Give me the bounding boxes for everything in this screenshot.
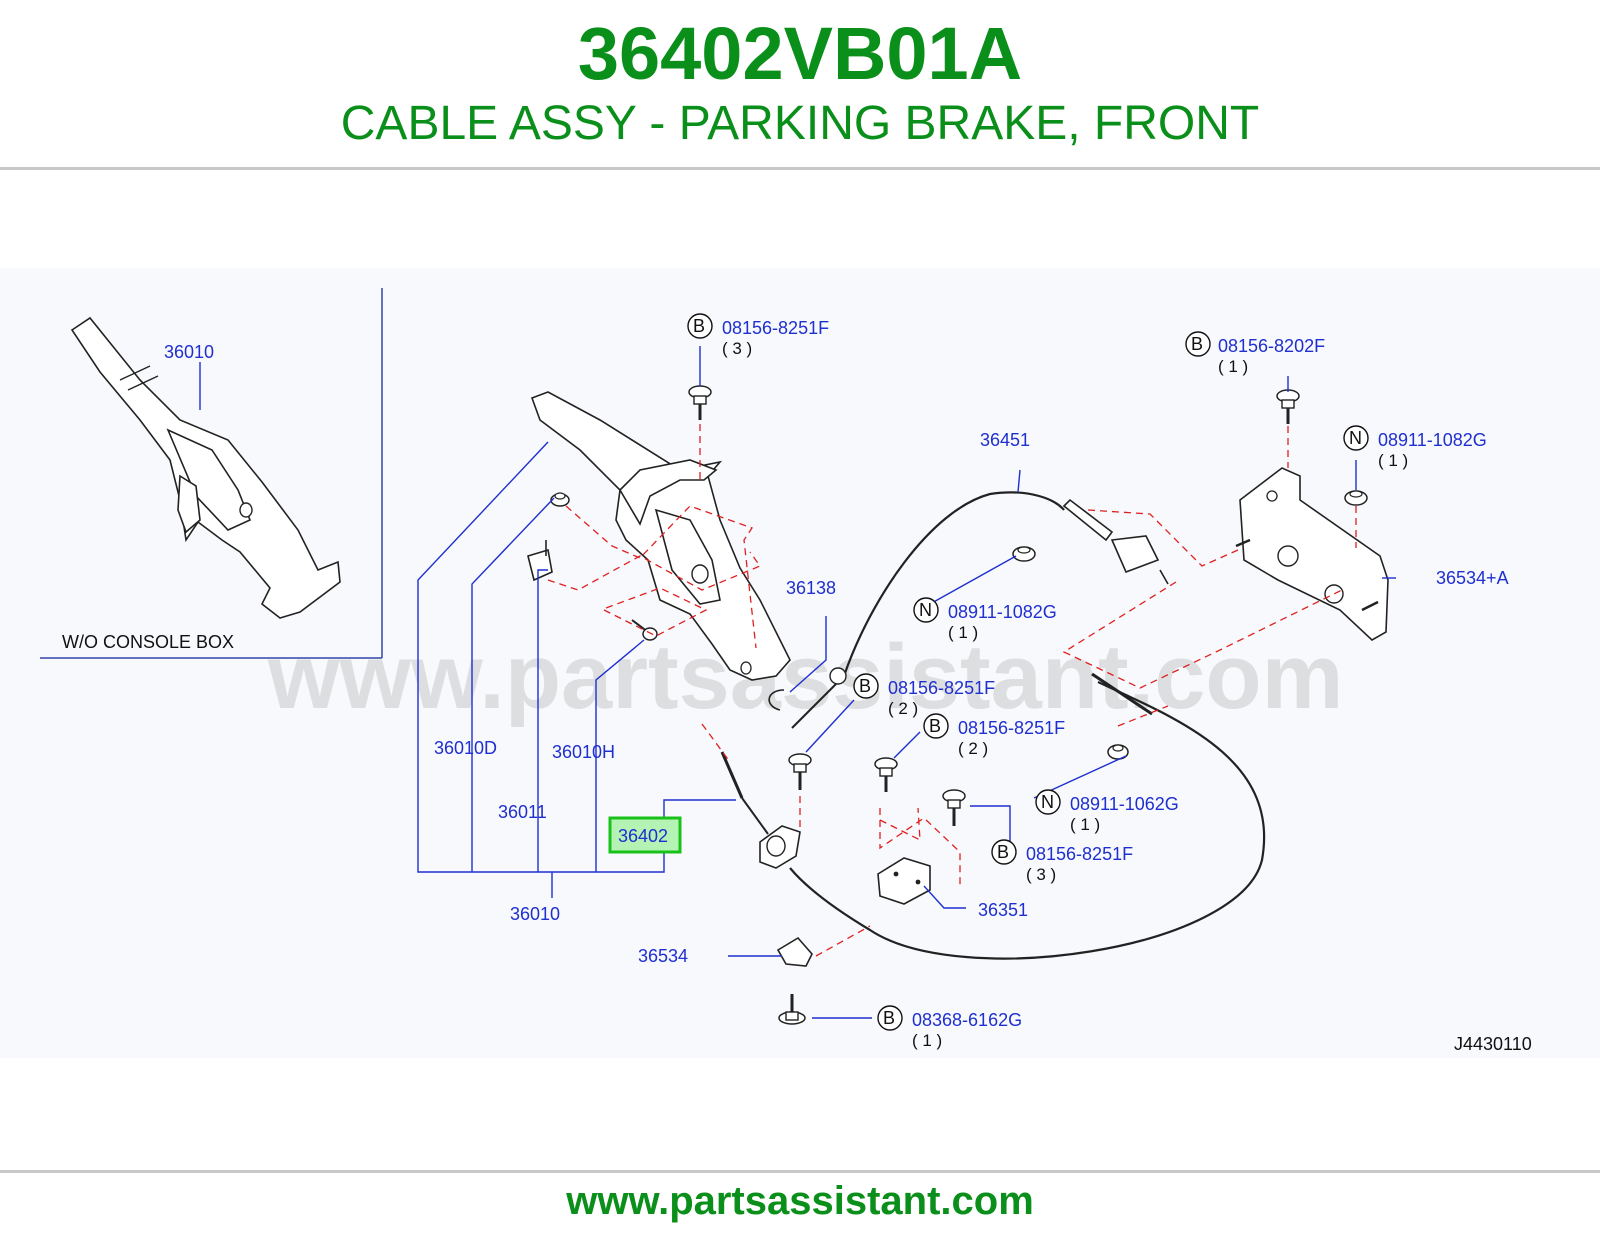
nut-08911-1082G-center — [1012, 546, 1036, 562]
callout-c4-qty: ( 1 ) — [948, 623, 978, 642]
label-36011[interactable]: 36011 — [498, 802, 547, 822]
label-36534a[interactable]: 36534+A — [1436, 568, 1509, 588]
callout-c2-code: 08156-8202F — [1218, 336, 1325, 356]
footer-site[interactable]: www.partsassistant.com — [566, 1179, 1034, 1223]
callout-c6-code: 08156-8251F — [958, 718, 1065, 738]
rear-long-cable — [789, 672, 1266, 960]
callout-c5-badge: B — [859, 676, 871, 696]
bracket-36534 — [776, 936, 813, 967]
callout-c8[interactable]: B 08156-8251F ( 3 ) — [991, 839, 1133, 884]
callout-c8-code: 08156-8251F — [1026, 844, 1133, 864]
callout-c1[interactable]: B 08156-8251F ( 3 ) — [687, 313, 829, 358]
hook-36138 — [768, 689, 785, 711]
clip-36011 — [527, 540, 553, 582]
callout-c6[interactable]: B 08156-8251F ( 2 ) — [923, 713, 1065, 758]
callout-c9-badge: B — [883, 1008, 895, 1028]
callout-c1-code: 08156-8251F — [722, 318, 829, 338]
callout-c5-code: 08156-8251F — [888, 678, 995, 698]
callout-c8-badge: B — [997, 842, 1009, 862]
callout-c2-qty: ( 1 ) — [1218, 357, 1248, 376]
callout-c7-qty: ( 1 ) — [1070, 815, 1100, 834]
callout-c8-qty: ( 3 ) — [1026, 865, 1056, 884]
part-number-title: 36402VB01A — [577, 12, 1023, 95]
callout-c7-badge: N — [1041, 792, 1054, 812]
callout-c6-badge: B — [929, 716, 941, 736]
callout-c3-code: 08911-1082G — [1378, 430, 1487, 450]
nut-36010d — [550, 492, 570, 507]
callout-c3-badge: N — [1349, 428, 1362, 448]
bracket-36534a — [1235, 467, 1389, 641]
callout-c9[interactable]: B 08368-6162G ( 1 ) — [877, 1005, 1022, 1050]
bolt-08156-8251F-b — [874, 757, 898, 792]
cable-36451 — [791, 491, 1169, 729]
callout-c4-badge: N — [919, 600, 932, 620]
label-36138[interactable]: 36138 — [786, 578, 836, 598]
label-36010[interactable]: 36010 — [510, 904, 560, 924]
part-description: CABLE ASSY - PARKING BRAKE, FRONT — [340, 97, 1260, 150]
highlighted-part-36402[interactable]: 36402 — [608, 816, 682, 854]
callout-c6-qty: ( 2 ) — [958, 739, 988, 758]
label-36351[interactable]: 36351 — [978, 900, 1028, 920]
bolt-08156-8202F — [1276, 389, 1300, 424]
nut-08911-1062G — [1107, 744, 1129, 760]
leader-lines — [417, 346, 1396, 1019]
bolt-08368-6162G — [778, 994, 806, 1025]
label-36010h[interactable]: 36010H — [552, 742, 615, 762]
inset-caption: W/O CONSOLE BOX — [62, 632, 234, 652]
callout-c9-code: 08368-6162G — [912, 1010, 1022, 1030]
bolt-08156-8251F-top — [688, 385, 712, 420]
bolt-36010h — [631, 619, 658, 641]
callout-c1-qty: ( 3 ) — [722, 339, 752, 358]
inset-lever-drawing — [70, 316, 341, 619]
nut-08911-1082G-right — [1344, 490, 1368, 506]
inset-frame — [40, 288, 383, 659]
callout-c4-code: 08911-1082G — [948, 602, 1057, 622]
callout-c3-qty: ( 1 ) — [1378, 451, 1408, 470]
callout-c2-badge: B — [1191, 334, 1203, 354]
diagram-panel — [0, 268, 1600, 1058]
label-36010d[interactable]: 36010D — [434, 738, 497, 758]
front-cable-36402 — [720, 751, 801, 869]
watermark: www.partsassistant.com — [267, 626, 1343, 728]
bolt-08156-8251F-a — [788, 753, 812, 790]
callout-c1-badge: B — [693, 316, 705, 336]
callout-c5-qty: ( 2 ) — [888, 699, 918, 718]
label-36402: 36402 — [618, 826, 668, 846]
label-36451[interactable]: 36451 — [980, 430, 1030, 450]
callout-c9-qty: ( 1 ) — [912, 1031, 942, 1050]
callout-c4[interactable]: N 08911-1082G ( 1 ) — [913, 597, 1057, 642]
label-36534[interactable]: 36534 — [638, 946, 688, 966]
top-divider — [0, 167, 1600, 170]
callout-c2[interactable]: B 08156-8202F ( 1 ) — [1185, 331, 1325, 376]
assembly-dashed-lines — [547, 424, 1357, 957]
callout-c7[interactable]: N 08911-1062G ( 1 ) — [1035, 789, 1179, 834]
callout-c5[interactable]: B 08156-8251F ( 2 ) — [853, 673, 995, 718]
callout-c7-code: 08911-1062G — [1070, 794, 1179, 814]
callout-c3[interactable]: N 08911-1082G ( 1 ) — [1343, 425, 1487, 470]
inset-label-36010: 36010 — [164, 342, 214, 362]
diagram-code: J4430110 — [1454, 1034, 1532, 1054]
bolt-08156-8251F-c — [942, 789, 966, 826]
bottom-divider — [0, 1170, 1600, 1173]
plate-36351 — [877, 857, 931, 905]
